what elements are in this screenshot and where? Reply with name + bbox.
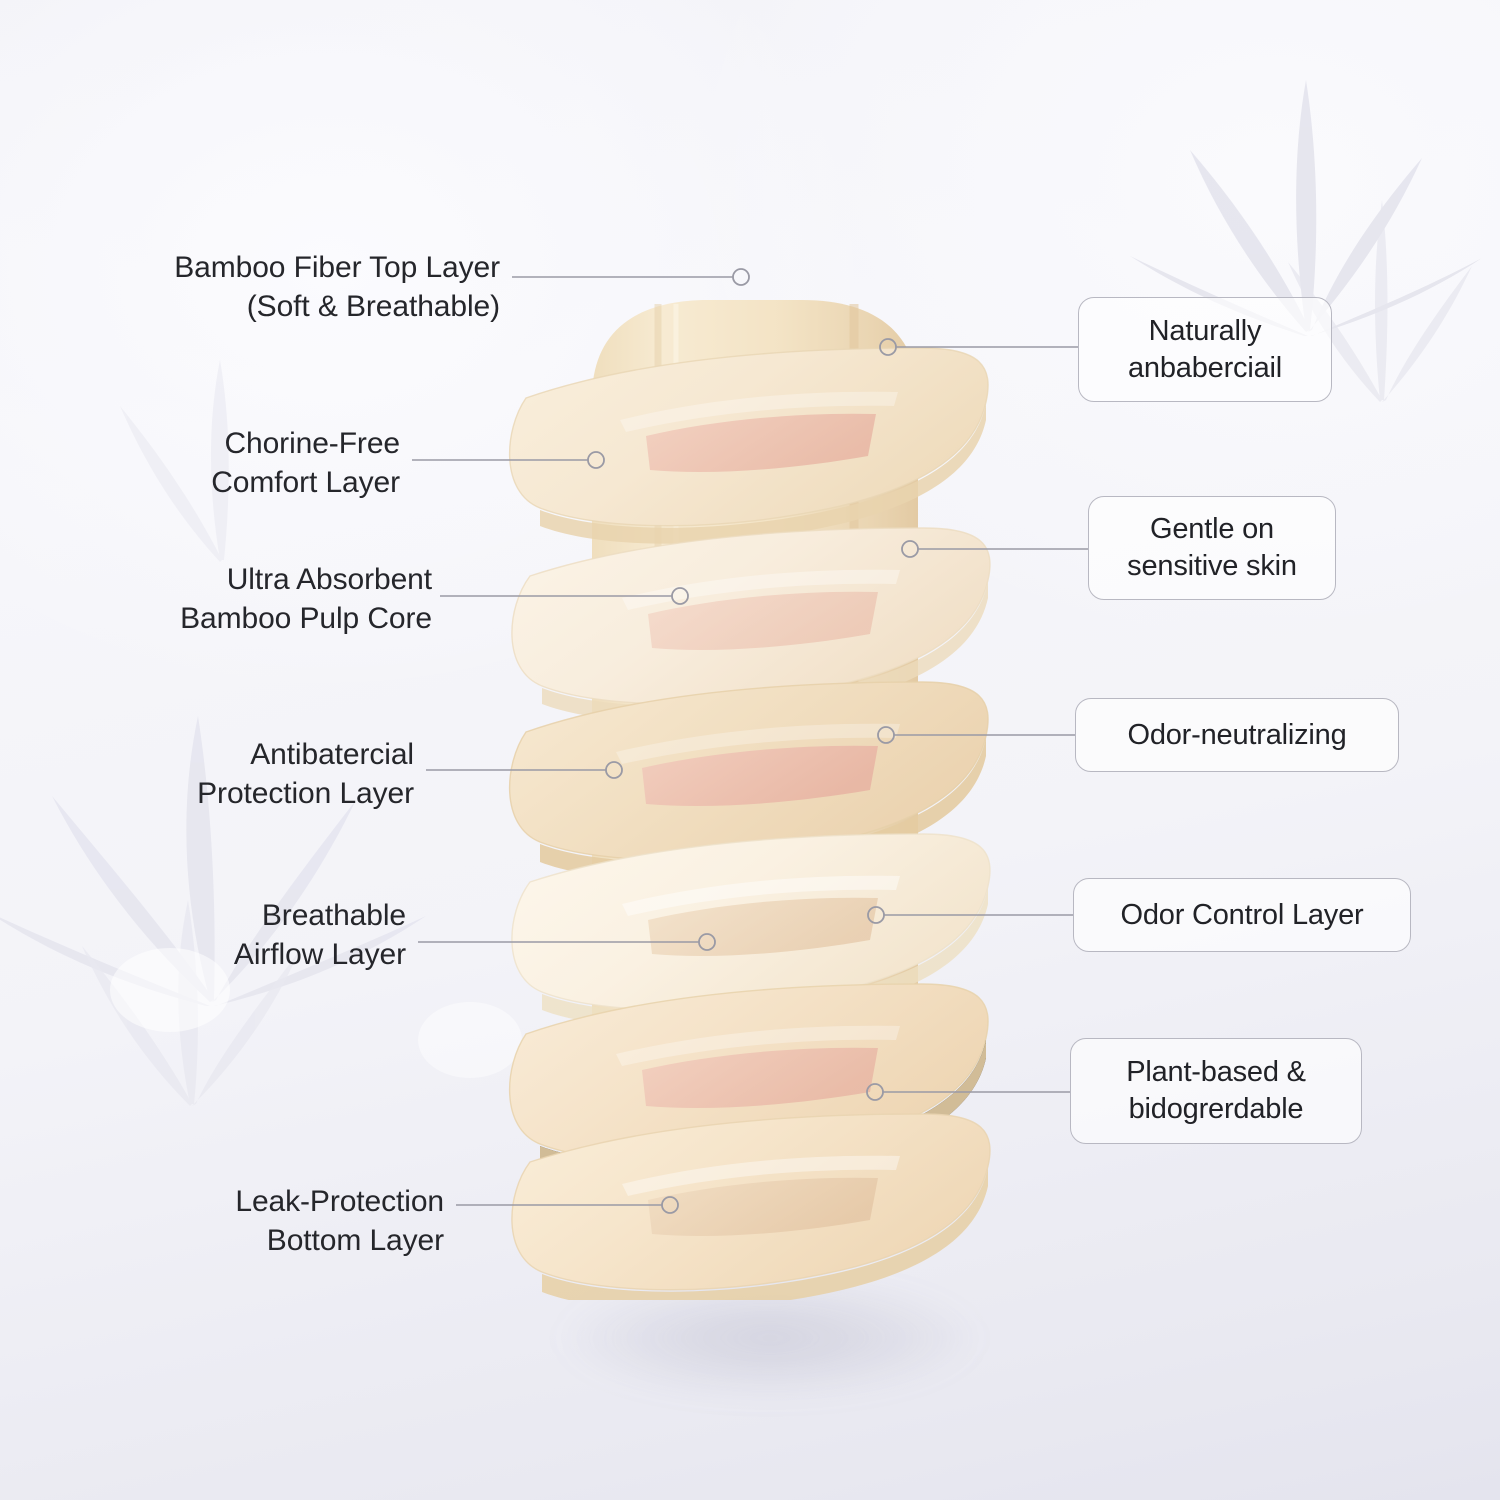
pad-layer-1 [508,347,989,544]
label-chlorine-free-comfort-layer: Chorine-Free Comfort Layer [211,427,400,499]
pad-layer-stack-illustration [508,300,991,1300]
bamboo-leaf-icon [0,716,426,1006]
pill-naturally-antibacterial[interactable]: Naturally anbaberciail [1078,297,1332,402]
label-bamboo-fiber-top-layer: Bamboo Fiber Top Layer (Soft & Breathabl… [174,251,500,323]
pad-layer-6 [511,1113,991,1300]
label-antibacterial-protection-layer: Antibatercial Protection Layer [197,738,414,810]
label-leak-protection-bottom-layer: Leak-Protection Bottom Layer [235,1185,444,1257]
label-ultra-absorbent-pulp-core: Ultra Absorbent Bamboo Pulp Core [180,563,432,635]
pill-gentle-on-sensitive-skin[interactable]: Gentle on sensitive skin [1088,496,1336,600]
pill-odor-control-layer[interactable]: Odor Control Layer [1073,878,1411,952]
bamboo-leaf-icon [82,900,300,1106]
label-breathable-airflow-layer: Breathable Airflow Layer [233,899,406,971]
pill-odor-neutralizing[interactable]: Odor-neutralizing [1075,698,1399,772]
pill-plant-based-biodegradable[interactable]: Plant-based & bidogrerdable [1070,1038,1362,1144]
